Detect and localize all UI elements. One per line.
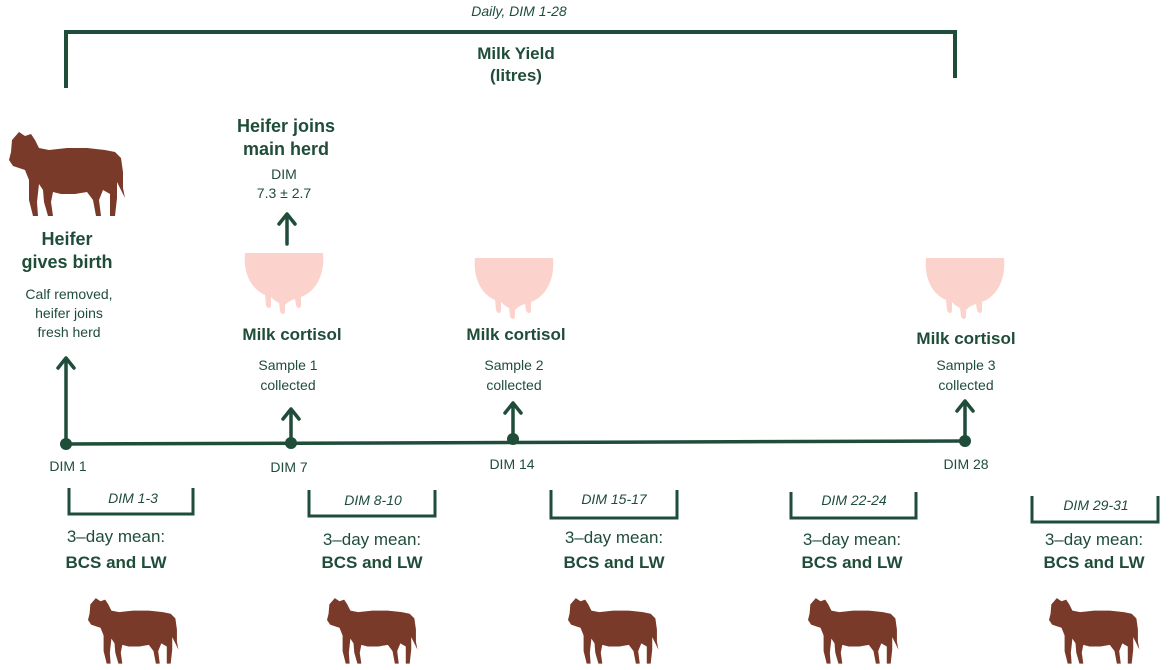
window-line1: 3–day mean: (322, 530, 422, 549)
arrow-joins-herd (277, 212, 297, 246)
cortisol-title: Milk cortisol (466, 325, 566, 344)
window-bracket-1 (67, 488, 195, 516)
window-bracket-4 (789, 492, 918, 520)
birth-note-line1: Calf removed, (25, 286, 113, 302)
arrow-dim7 (281, 407, 301, 445)
cortisol-line2: collected (938, 377, 994, 393)
timeline-point-label: DIM 7 (270, 459, 308, 475)
window-line2: BCS and LW (563, 553, 665, 572)
window-line1: 3–day mean: (564, 528, 664, 547)
birth-note-line3: fresh herd (37, 324, 101, 340)
udder-icon (474, 258, 554, 319)
cow-icon (9, 132, 125, 216)
window-line1: 3–day mean: (1044, 530, 1144, 549)
birth-title-line2: gives birth (21, 252, 113, 272)
milk-yield-bracket (64, 30, 957, 88)
window-bracket-2 (307, 490, 437, 518)
udder-icon (244, 253, 324, 314)
cow-icon (568, 598, 659, 664)
cow-icon (327, 598, 418, 664)
window-range: DIM 29-31 (1063, 497, 1129, 513)
arrow-dim14 (503, 401, 523, 441)
window-range: DIM 8-10 (344, 492, 402, 508)
birth-title-line1: Heifer (41, 229, 93, 249)
joins-herd-note-line1: DIM (271, 166, 297, 182)
cortisol-line1: Sample 3 (936, 357, 996, 373)
joins-herd-title-line1: Heifer joins (236, 116, 336, 136)
cortisol-line2: collected (486, 377, 542, 393)
window-line2: BCS and LW (321, 553, 423, 572)
cortisol-title: Milk cortisol (242, 325, 342, 344)
birth-note-line2: heifer joins (35, 305, 103, 321)
timeline-point-label: DIM 28 (943, 456, 989, 472)
cortisol-line1: Sample 2 (484, 357, 544, 373)
cortisol-title: Milk cortisol (916, 329, 1016, 348)
arrow-dim28 (955, 399, 975, 443)
window-line1: 3–day mean: (66, 527, 166, 546)
cow-icon (1049, 598, 1140, 664)
joins-herd-title-line2: main herd (242, 139, 330, 159)
window-range: DIM 22-24 (821, 492, 887, 508)
milk-yield-caption: Daily, DIM 1-28 (471, 3, 567, 19)
window-bracket-5 (1030, 496, 1160, 524)
udder-icon (925, 258, 1005, 319)
window-line2: BCS and LW (65, 553, 167, 572)
milk-yield-title-line1: Milk Yield (477, 44, 555, 63)
cow-icon (808, 598, 899, 664)
cow-icon (88, 598, 179, 664)
arrow-dim1 (56, 356, 76, 446)
joins-herd-note-line2: 7.3 ± 2.7 (256, 185, 312, 201)
window-range: DIM 1-3 (108, 490, 158, 506)
window-line2: BCS and LW (801, 553, 903, 572)
timeline-point-label: DIM 1 (49, 458, 87, 474)
window-bracket-3 (549, 490, 679, 520)
window-range: DIM 15-17 (581, 491, 647, 507)
window-line1: 3–day mean: (802, 530, 902, 549)
cortisol-line2: collected (260, 377, 316, 393)
timeline-point-label: DIM 14 (489, 456, 535, 472)
cortisol-line1: Sample 1 (258, 357, 318, 373)
window-line2: BCS and LW (1043, 553, 1145, 572)
milk-yield-title-line2: (litres) (490, 66, 542, 85)
